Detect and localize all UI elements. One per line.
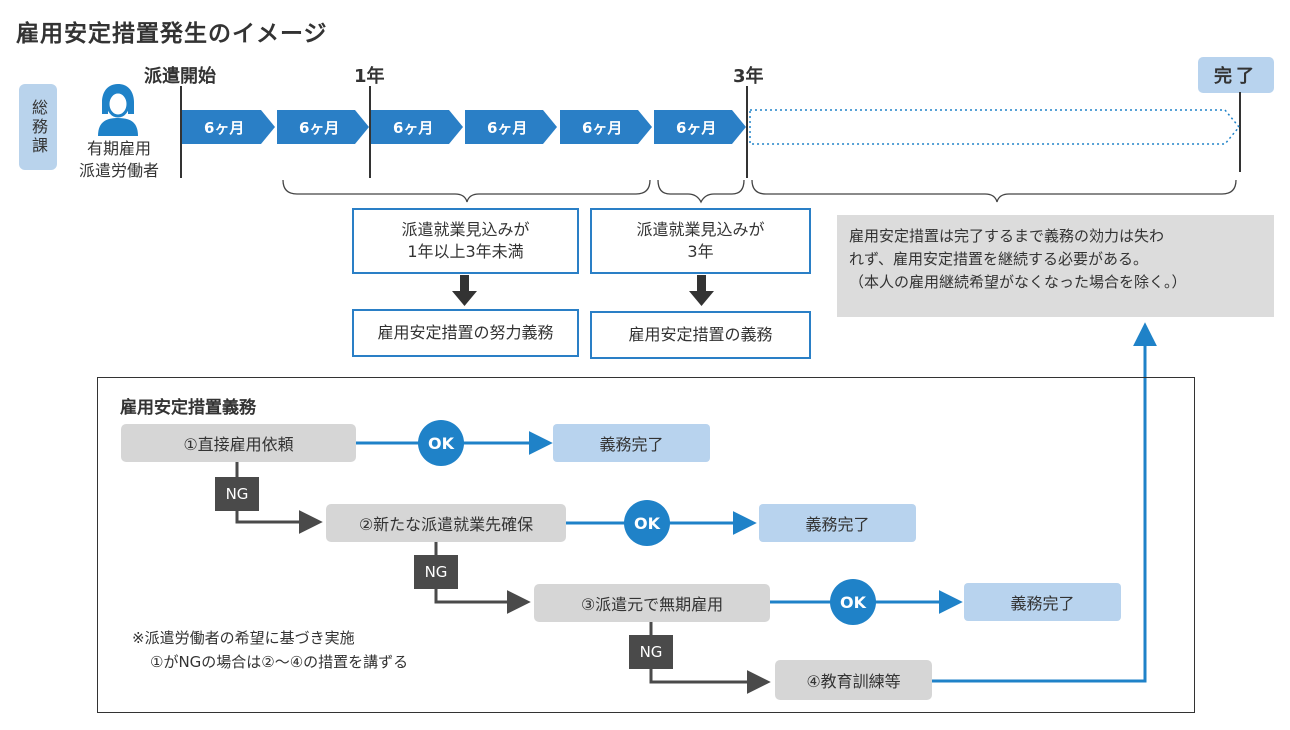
- person-icon: [92, 80, 144, 136]
- period-chevron: 6ヶ月: [277, 110, 369, 144]
- step-2-new-dispatch: ②新たな派遣就業先確保: [326, 504, 566, 542]
- expectation-b-line2: 3年: [687, 242, 714, 261]
- done-box-3: 義務完了: [964, 583, 1121, 621]
- person-label-line1: 有期雇用: [86, 139, 151, 158]
- step-3-permanent-hire: ③派遣元で無期雇用: [534, 584, 770, 622]
- department-tag: 総務課: [19, 84, 57, 170]
- note-line2: れず、雇用安定措置を継続する必要がある。: [849, 250, 1148, 268]
- done-box-1: 義務完了: [553, 424, 710, 462]
- ok-badge-3: OK: [830, 579, 876, 625]
- frame-title: 雇用安定措置義務: [120, 398, 256, 418]
- period-chevron: 6ヶ月: [465, 110, 557, 144]
- done-box-2: 義務完了: [759, 504, 916, 542]
- step-4-training: ④教育訓練等: [775, 660, 932, 700]
- result-box-a: 雇用安定措置の努力義務: [352, 309, 579, 357]
- marker-year3-line: [746, 86, 748, 178]
- brace-until-complete: [751, 179, 1237, 203]
- return-line: [932, 322, 1157, 683]
- ng-badge-1: NG: [215, 477, 259, 511]
- down-arrow-a: [460, 275, 469, 293]
- complete-tag: 完了: [1198, 57, 1274, 93]
- ng-badge-3: NG: [629, 635, 673, 669]
- marker-start-line: [180, 86, 182, 178]
- expectation-a-line1: 派遣就業見込みが: [401, 220, 530, 239]
- brace-3year: [657, 179, 745, 204]
- person-label-line2: 派遣労働者: [78, 161, 159, 180]
- marker-year1-line: [369, 86, 371, 178]
- marker-complete-line: [1239, 92, 1241, 172]
- step-1-direct-hire: ①直接雇用依頼: [121, 424, 356, 462]
- person-label: 有期雇用 派遣労働者: [68, 138, 170, 182]
- footnote: ※派遣労働者の希望に基づき実施 ①がNGの場合は②〜④の措置を講ずる: [132, 626, 408, 674]
- obligation-frame: [97, 377, 1195, 713]
- expectation-a-line2: 1年以上3年未満: [407, 242, 524, 261]
- result-box-b: 雇用安定措置の義務: [590, 311, 811, 359]
- continuation-note: 雇用安定措置は完了するまで義務の効力は失わ れず、雇用安定措置を継続する必要があ…: [837, 215, 1274, 317]
- note-line3: （本人の雇用継続希望がなくなった場合を除く。）: [849, 273, 1187, 291]
- footnote-line1: ※派遣労働者の希望に基づき実施: [132, 629, 355, 647]
- ok-badge-1: OK: [418, 420, 464, 466]
- down-arrow-b: [697, 275, 706, 293]
- expectation-b-line1: 派遣就業見込みが: [636, 220, 765, 239]
- brace-1to3: [282, 179, 651, 203]
- period-chevron: 6ヶ月: [182, 110, 275, 144]
- continuation-arrow: [749, 109, 1240, 145]
- period-chevron: 6ヶ月: [371, 110, 463, 144]
- expectation-box-a: 派遣就業見込みが 1年以上3年未満: [352, 208, 579, 274]
- ng-badge-2: NG: [414, 555, 458, 589]
- marker-start-label: 派遣開始: [144, 66, 216, 87]
- footnote-line2: ①がNGの場合は②〜④の措置を講ずる: [150, 653, 409, 671]
- period-chevron: 6ヶ月: [654, 110, 746, 144]
- note-line1: 雇用安定措置は完了するまで義務の効力は失わ: [849, 227, 1165, 245]
- marker-year3-label: 3年: [733, 66, 764, 87]
- ok-badge-2: OK: [624, 500, 670, 546]
- page-title: 雇用安定措置発生のイメージ: [16, 21, 328, 47]
- period-chevron: 6ヶ月: [560, 110, 652, 144]
- marker-year1-label: 1年: [354, 66, 385, 87]
- expectation-box-b: 派遣就業見込みが 3年: [590, 208, 811, 274]
